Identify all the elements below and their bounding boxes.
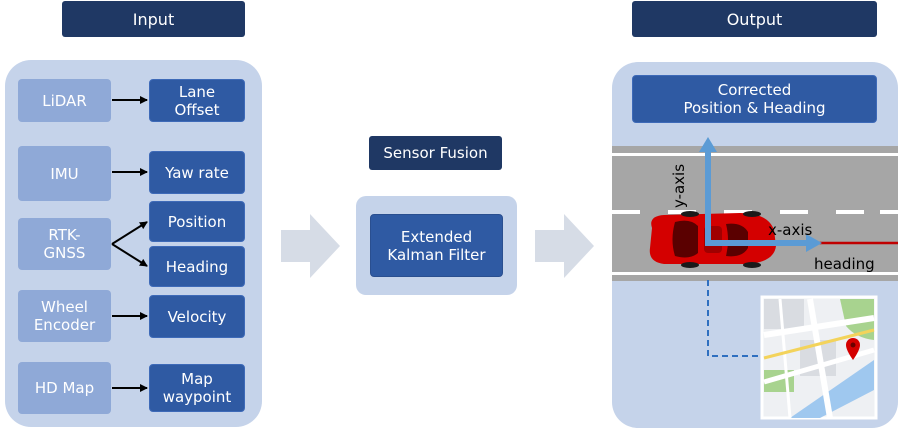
output-header-label: Output: [726, 9, 783, 29]
source-hd-map-label: HD Map: [34, 379, 95, 397]
y-axis-arrowhead: [699, 137, 717, 152]
y-axis-label: y-axis: [670, 164, 688, 208]
fusion-header: Sensor Fusion: [369, 136, 502, 170]
heading-label: heading: [814, 255, 875, 273]
map-pin-icon: [846, 338, 860, 360]
map-icon: [760, 295, 878, 420]
measure-position-label: Position: [167, 212, 227, 231]
input-header-label: Input: [132, 9, 175, 29]
measure-yaw-rate-label: Yaw rate: [165, 163, 229, 182]
source-imu-label: IMU: [50, 164, 79, 183]
source-hd-map: HD Map: [18, 362, 111, 414]
measure-velocity-label: Velocity: [167, 307, 227, 326]
lane-dash: [668, 210, 696, 214]
ekf-box-label: Extended Kalman Filter: [387, 227, 486, 264]
arrow-gnss-heading: [111, 243, 148, 267]
road-edge-bottom: [612, 272, 898, 275]
source-rtk-gnss-label: RTK- GNSS: [43, 226, 86, 262]
source-imu: IMU: [18, 146, 111, 201]
ekf-box: Extended Kalman Filter: [370, 214, 503, 277]
measure-heading-label: Heading: [165, 257, 229, 276]
flow-arrow-input-to-fusion: [281, 214, 340, 278]
input-header: Input: [62, 1, 245, 37]
arrow-gnss-position: [111, 221, 148, 245]
road-edge-top: [612, 153, 898, 156]
measure-heading: Heading: [149, 246, 245, 287]
measure-lane-offset-label: Lane Offset: [174, 82, 220, 119]
measure-lane-offset: Lane Offset: [149, 79, 245, 122]
measure-yaw-rate: Yaw rate: [149, 151, 245, 194]
fusion-header-label: Sensor Fusion: [383, 144, 488, 162]
measure-map-waypoint-label: Map waypoint: [162, 370, 232, 406]
source-lidar-label: LiDAR: [42, 91, 87, 110]
x-axis-label: x-axis: [768, 221, 813, 239]
lane-dash: [612, 210, 640, 214]
car-icon: [649, 211, 776, 268]
lane-dash: [724, 210, 752, 214]
measure-position: Position: [149, 201, 245, 242]
x-axis-arrowhead: [806, 234, 822, 252]
lane-dash: [780, 210, 808, 214]
lane-dash: [880, 210, 898, 214]
source-wheel-encoder-label: Wheel Encoder: [33, 298, 96, 334]
source-wheel-encoder: Wheel Encoder: [18, 290, 111, 342]
lane-dashes: [612, 210, 898, 214]
map-connector: [707, 280, 762, 357]
flow-arrow-fusion-to-output: [535, 214, 594, 278]
source-lidar: LiDAR: [18, 79, 111, 122]
measure-velocity: Velocity: [149, 295, 245, 338]
output-header: Output: [632, 1, 877, 37]
output-title-box: Corrected Position & Heading: [632, 75, 877, 123]
measure-map-waypoint: Map waypoint: [149, 364, 245, 412]
output-title-label: Corrected Position & Heading: [683, 81, 826, 117]
source-rtk-gnss: RTK- GNSS: [18, 218, 111, 270]
lane-dash: [836, 210, 864, 214]
